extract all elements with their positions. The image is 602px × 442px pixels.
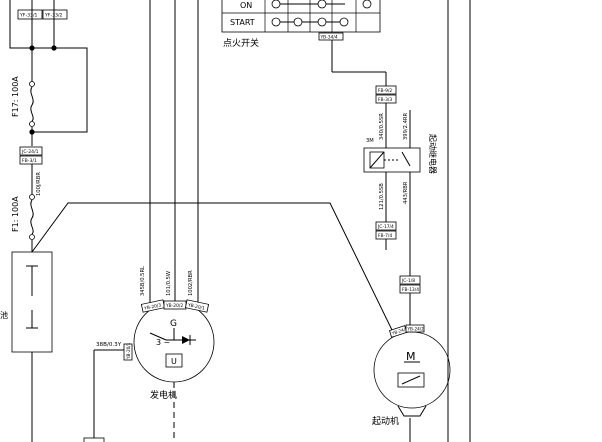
gen-g-label: G <box>170 319 177 329</box>
generator: 345B/0.5RL 101/0.5W 1002/RBR YB-20/3 YB-… <box>96 0 215 442</box>
wire-gen-2: 101/0.5W <box>166 271 172 296</box>
top-left-connectors: YF-33/1 YF-33/2 <box>17 9 68 20</box>
wire-relay-1: 340/0.5SR <box>379 113 385 140</box>
fuse-f1-label: F1: 100A <box>11 196 20 232</box>
starter-pin-1: YB-24/1 <box>390 326 408 336</box>
relay-label: 起动继电器 <box>428 134 438 174</box>
wire-gen-3: 1002/RBR <box>188 270 194 296</box>
starter-motor: YB-24/1 YB-24/2 M 起动机 <box>372 324 451 442</box>
starter-conn-1: JC-1/8 <box>401 278 415 284</box>
wire-relay-4: 443/RBR <box>403 181 409 204</box>
gen-u-label: U <box>171 357 177 366</box>
starter-m-label: M <box>406 350 416 363</box>
gen-phase-label: 3 ~ <box>156 338 170 347</box>
generator-label: 发电机 <box>150 389 177 401</box>
ignition-switch-label: 点火开关 <box>223 37 259 49</box>
wire-gen-side: 38B/0.3Y <box>96 342 122 348</box>
wire-gen-1: 345B/0.5RL <box>140 266 146 296</box>
fuse-f17-label: F17: 100A <box>11 76 20 117</box>
left-wiring: F17: 100A JC-24/1 FB-3/1 100J/RBR F1: 10… <box>0 0 393 442</box>
switch-row-start: START <box>230 18 255 27</box>
switch-row-on: ON <box>240 1 252 10</box>
conn-top-left-2: YF-33/2 <box>44 13 62 19</box>
conn-left-mid-1: JC-24/1 <box>21 149 39 155</box>
ignition-connector: YB-34/4 <box>320 35 338 41</box>
starter-relay: FB-9/2 FB-3/3 340/0.5SR 399/2.4RR 3M 起动继… <box>331 40 438 326</box>
wire-relay-3: 121/0.5SB <box>379 183 385 210</box>
wire-relay-2: 399/2.4RR <box>403 112 409 140</box>
right-bus <box>447 0 471 442</box>
starter-label: 起动机 <box>372 415 399 427</box>
conn-left-mid-2: FB-3/1 <box>22 158 37 164</box>
relay-bot-conn-2: FB-7/4 <box>378 233 392 239</box>
gen-pin-3: YB-20/1 <box>186 302 205 312</box>
conn-top-left-1: YF-33/1 <box>19 13 37 19</box>
gen-pin-1: YB-20/3 <box>143 302 162 312</box>
relay-top-conn-2: FB-3/3 <box>378 97 392 103</box>
ignition-switch: ON START 点火开关 YB-34/4 <box>221 0 381 49</box>
starter-conn-2: FB-13/4 <box>402 287 419 293</box>
wire-left-mid: 100J/RBR <box>36 172 42 196</box>
gen-pin-2: YB-20/2 <box>165 303 183 309</box>
battery-label: 池 <box>0 310 8 320</box>
starter-pin-2: YB-24/2 <box>407 327 425 332</box>
relay-mark: 3M <box>366 138 374 144</box>
relay-top-conn-1: FB-9/2 <box>378 88 392 94</box>
gen-side-conn: YB-20/1 <box>126 342 131 360</box>
relay-bot-conn-1: JC-17/4 <box>377 224 394 230</box>
